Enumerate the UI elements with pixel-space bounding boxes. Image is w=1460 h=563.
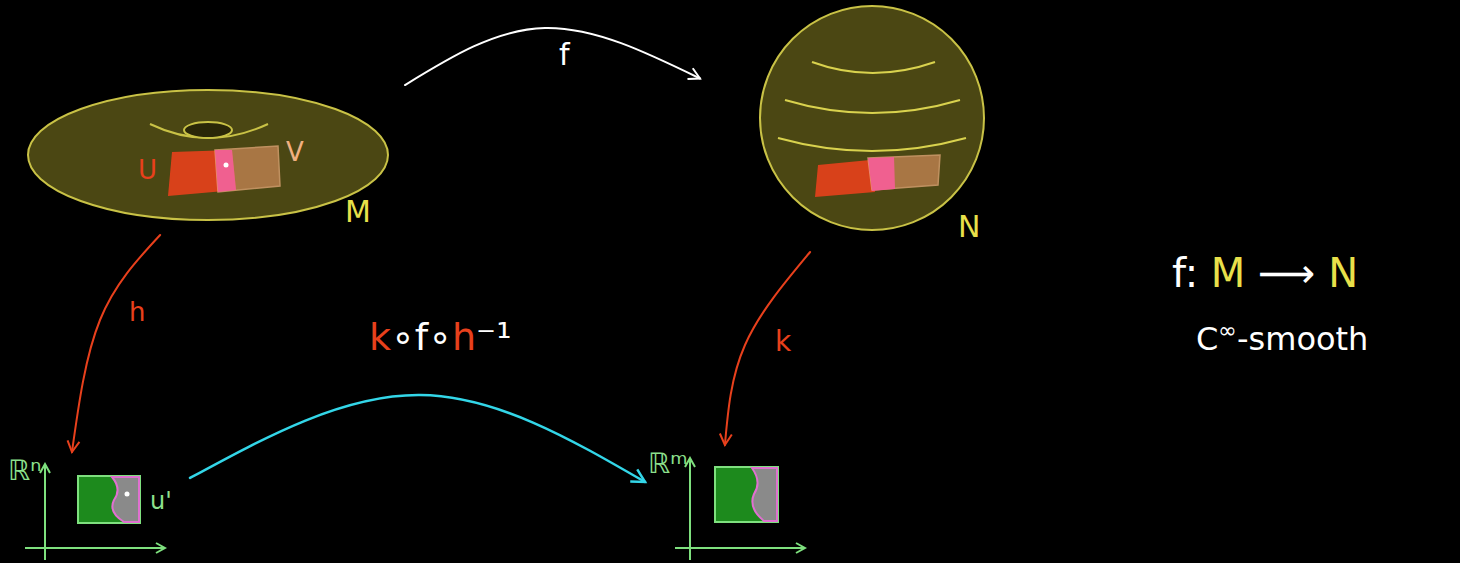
latitude xyxy=(778,138,966,151)
chart-patch-u xyxy=(168,150,236,196)
glyph: ⟶ xyxy=(1258,250,1315,296)
manifold-sphere: N xyxy=(700,2,1000,252)
chart-domain xyxy=(78,476,140,523)
point xyxy=(125,492,130,497)
manifold-name: N xyxy=(958,210,980,245)
space-name: ℝᵐ xyxy=(648,448,688,480)
chart-range xyxy=(715,467,778,522)
chart-patch-v xyxy=(215,146,280,192)
map-label: k xyxy=(772,326,794,358)
map-label: f xyxy=(556,38,573,73)
torus xyxy=(28,90,388,220)
latitude xyxy=(812,62,935,73)
glyph: h xyxy=(452,315,476,359)
latitude xyxy=(785,100,960,113)
chart-name: U xyxy=(138,156,157,186)
patch-overlap xyxy=(868,157,895,191)
glyph: f xyxy=(415,315,428,359)
glyph: o xyxy=(1316,320,1336,358)
glyph: : xyxy=(1185,250,1198,296)
glyph xyxy=(1245,250,1258,296)
glyph: M xyxy=(1211,250,1246,296)
map-arrow xyxy=(725,252,810,445)
glyph: ⁻ xyxy=(476,315,496,359)
glyph xyxy=(1198,250,1211,296)
region-name: u' xyxy=(150,488,172,516)
map-arrow xyxy=(72,235,160,452)
map-arrow xyxy=(405,28,700,85)
glyph: C xyxy=(1196,320,1218,358)
map-label: h xyxy=(126,298,148,328)
smoothness-class: C∞-smooth xyxy=(1196,318,1368,357)
sphere xyxy=(760,6,984,230)
glyph: o xyxy=(1296,320,1316,358)
axis xyxy=(675,547,805,549)
euclidean-space: ℝⁿ u' xyxy=(5,452,190,558)
glyph: ∘ xyxy=(428,315,452,359)
glyph: t xyxy=(1336,320,1349,358)
glyph: ∘ xyxy=(391,315,415,359)
glyph: m xyxy=(1265,320,1296,358)
patch-overlap xyxy=(215,150,236,192)
chart-name: V xyxy=(286,138,304,168)
image-patch-u xyxy=(815,160,875,197)
chart-overlap-region xyxy=(112,477,139,522)
space-name: ℝⁿ xyxy=(8,455,41,487)
image-patch-v xyxy=(868,155,940,190)
map-signature: f: M ⟶ N xyxy=(1172,250,1358,296)
glyph: h xyxy=(1348,320,1368,358)
glyph: ∞ xyxy=(1218,317,1237,343)
manifold-torus: M xyxy=(20,82,405,235)
glyph: s xyxy=(1249,320,1266,358)
point xyxy=(224,163,229,168)
map-label: k∘f∘h⁻¹ xyxy=(366,316,514,360)
glyph: - xyxy=(1237,320,1249,358)
glyph xyxy=(1315,250,1328,296)
torus-hole xyxy=(184,122,232,138)
axis xyxy=(689,458,691,560)
axis xyxy=(44,464,46,560)
glyph: ¹ xyxy=(496,315,511,359)
glyph: k xyxy=(369,315,391,359)
chart-overlap-region xyxy=(752,468,777,521)
euclidean-space: ℝᵐ xyxy=(645,445,815,558)
map-arrow xyxy=(190,395,645,482)
glyph: N xyxy=(1328,250,1358,296)
glyph: f xyxy=(1172,250,1185,296)
manifold-name: M xyxy=(345,195,371,230)
